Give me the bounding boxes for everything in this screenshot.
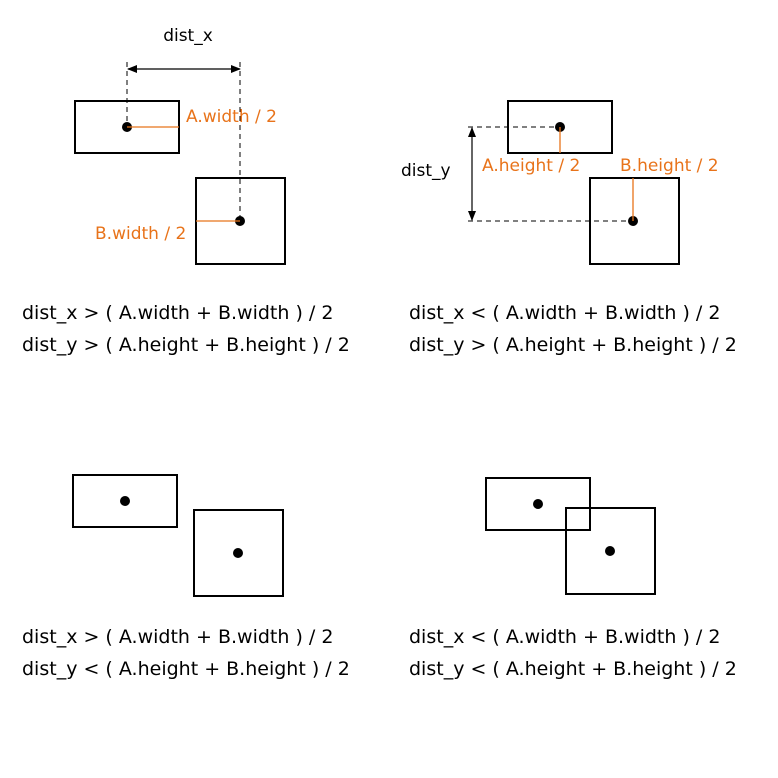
rect-b-center (605, 546, 615, 556)
dist-y-label: dist_y (401, 161, 451, 181)
rect-a-center (533, 499, 543, 509)
dist-x-label: dist_x (163, 26, 213, 46)
panel-top-right: dist_y A.height / 2 B.height / 2 dist_x … (401, 100, 737, 356)
formula-y: dist_y < ( A.height + B.height ) / 2 (22, 658, 350, 680)
formula-x: dist_x < ( A.width + B.width ) / 2 (409, 626, 720, 648)
panel-top-left: dist_x A.width / 2 B.width / 2 dist_x > … (22, 26, 350, 356)
formula-x: dist_x > ( A.width + B.width ) / 2 (22, 626, 333, 648)
a-half-width-label: A.width / 2 (186, 107, 277, 127)
panel-bottom-left: dist_x > ( A.width + B.width ) / 2 dist_… (22, 474, 350, 680)
rect-b-center (233, 548, 243, 558)
formula-y: dist_y < ( A.height + B.height ) / 2 (409, 658, 737, 680)
rect-b (193, 509, 284, 597)
b-half-width-label: B.width / 2 (95, 224, 186, 244)
formula-x: dist_x < ( A.width + B.width ) / 2 (409, 302, 720, 324)
rect-a (72, 474, 178, 528)
formula-y: dist_y > ( A.height + B.height ) / 2 (409, 334, 737, 356)
a-half-height-label: A.height / 2 (482, 156, 580, 176)
rect-a (485, 477, 591, 531)
rect-b (565, 507, 656, 595)
rect-b (589, 177, 680, 265)
panel-bottom-right: dist_x < ( A.width + B.width ) / 2 dist_… (409, 477, 737, 680)
formula-x: dist_x > ( A.width + B.width ) / 2 (22, 302, 333, 324)
b-half-height-label: B.height / 2 (620, 156, 719, 176)
rect-a-center (120, 496, 130, 506)
formula-y: dist_y > ( A.height + B.height ) / 2 (22, 334, 350, 356)
